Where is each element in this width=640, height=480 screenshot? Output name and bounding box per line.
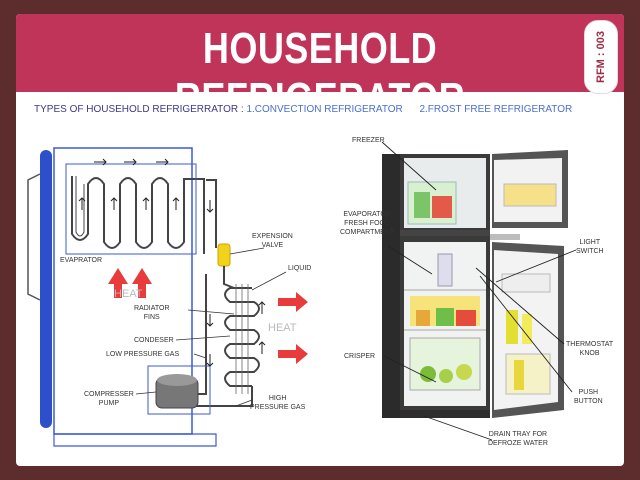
label-crisper: CRISPER (344, 353, 376, 360)
fridge-side (382, 154, 400, 418)
subtitle-prefix: TYPES OF HOUSEHOLD REFRIGERRATOR : (34, 104, 247, 115)
label-push-button: PUSH BUTTON (574, 389, 603, 405)
expansion-valve (217, 243, 231, 267)
heat-arrow-up-2 (132, 268, 152, 298)
label-heat-out: HEAT (268, 322, 297, 334)
label-low-pressure-gas: LOW PRESSURE GAS (106, 351, 180, 358)
heat-arrow-up-1 (108, 268, 128, 298)
reference-badge: RFM : 003 (584, 20, 618, 94)
drain-tray (400, 410, 490, 418)
page-title: HOUSEHOLD REFRIGERATOR (174, 24, 466, 123)
label-condenser: CONDESER (134, 337, 174, 344)
high-pressure-line (196, 386, 253, 407)
flow-arrows (78, 158, 266, 367)
label-compressor-pump: COMPRESSER PUMP (84, 391, 134, 407)
evaporator-box (65, 163, 197, 255)
label-evaporator-compartment: EVAPORATOR FRESH FOOD COMPARTMENT (340, 211, 395, 236)
thermostat-strip (490, 234, 520, 240)
milk-carton (437, 253, 453, 287)
label-heat-in: HEAT (114, 288, 143, 300)
heat-arrow-right-2 (278, 344, 308, 364)
label-evaporator: EVAPRATOR (60, 257, 103, 264)
door-seal (40, 150, 52, 428)
type-convection: 1.CONVECTION REFRIGERATOR (246, 104, 403, 115)
label-radiator-fins: RADIATOR FINS (134, 305, 170, 321)
label-light-switch: LIGHT SWITCH (576, 239, 604, 255)
label-liquid: LIQUID (288, 265, 312, 272)
poster-panel: HOUSEHOLD REFRIGERATOR RFM : 003 TYPES O… (16, 14, 624, 466)
heat-arrow-right-1 (278, 292, 308, 312)
refrigeration-cycle-diagram (27, 141, 577, 447)
condenser-coil (224, 287, 260, 387)
label-expansion-valve: EXPENSION VALVE (252, 233, 293, 249)
label-drain-tray: DRAIN TRAY FOR DEFROZE WATER (488, 431, 548, 447)
door-handle (27, 173, 41, 301)
evaporator-coil (71, 176, 205, 254)
label-high-pressure-gas: HIGH PRESSURE GAS (250, 395, 306, 411)
type-frost-free: 2.FROST FREE REFRIGERATOR (419, 104, 573, 115)
title-banner: HOUSEHOLD REFRIGERATOR RFM : 003 (16, 14, 624, 123)
label-thermostat-knob: THERMOSTAT KNOB (566, 341, 614, 357)
label-freezer: FREEZER (352, 137, 385, 144)
fridge-illustration (382, 150, 568, 418)
low-pressure-line (196, 274, 207, 395)
types-subtitle: TYPES OF HOUSEHOLD REFRIGERRATOR : 1.CON… (34, 104, 572, 115)
